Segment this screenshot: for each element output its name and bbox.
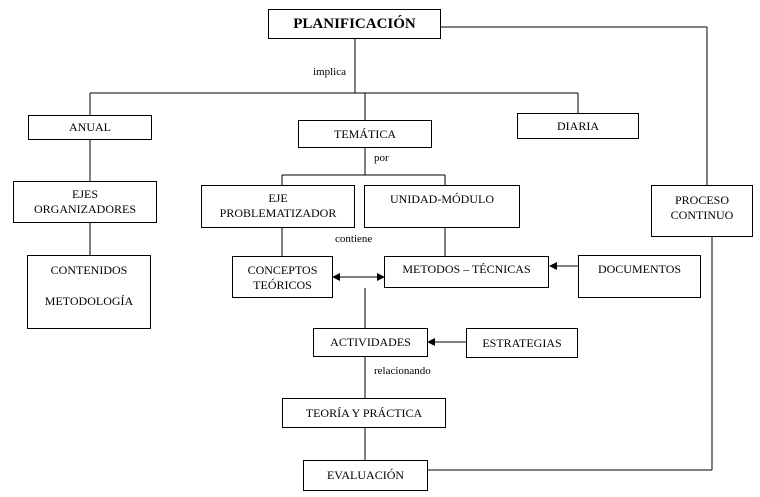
documentos-node: DOCUMENTOS [578,255,701,298]
conceptos-line2: TEÓRICOS [253,278,312,292]
anual-node: ANUAL [28,115,152,140]
metodologia-label: METODOLOGÍA [44,294,134,308]
implica-label: implica [313,66,346,79]
por-label: por [374,152,389,165]
contenidos-metodologia-node: CONTENIDOS METODOLOGÍA [27,255,151,329]
proceso-line1: PROCESO [674,193,730,207]
estrategias-node: ESTRATEGIAS [466,328,578,358]
ejes-line1: EJES [71,187,98,201]
metodos-label: METODOS – TÉCNICAS [402,262,531,276]
teoria-label: TEORÍA Y PRÁCTICA [305,406,423,420]
relacionando-label: relacionando [374,365,431,378]
unidad-label: UNIDAD-MÓDULO [390,192,494,206]
conceptos-teoricos-node: CONCEPTOS TEÓRICOS [232,256,333,298]
estrategias-label: ESTRATEGIAS [482,336,562,350]
ejes-line2: ORGANIZADORES [34,202,136,216]
actividades-node: ACTIVIDADES [313,328,428,357]
proceso-continuo-node: PROCESO CONTINUO [651,185,753,237]
actividades-label: ACTIVIDADES [330,335,411,349]
evaluacion-node: EVALUACIÓN [303,460,428,491]
tematica-label: TEMÁTICA [334,127,396,141]
documentos-label: DOCUMENTOS [597,262,682,276]
eje-line2: PROBLEMATIZADOR [219,206,337,220]
diaria-label: DIARIA [557,119,599,133]
ejes-organizadores-node: EJES ORGANIZADORES [13,181,157,223]
unidad-modulo-node: UNIDAD-MÓDULO [364,185,520,228]
evaluacion-label: EVALUACIÓN [326,468,405,482]
planificacion-node: PLANIFICACIÓN [268,9,441,39]
contiene-label: contiene [335,233,373,246]
diaria-node: DIARIA [517,113,639,139]
metodos-tecnicas-node: METODOS – TÉCNICAS [384,256,549,288]
eje-line1: EJE [268,191,288,205]
teoria-practica-node: TEORÍA Y PRÁCTICA [282,398,446,428]
planificacion-label: PLANIFICACIÓN [293,16,416,32]
conceptos-line1: CONCEPTOS [247,263,318,277]
contenidos-label: CONTENIDOS [50,263,128,277]
anual-label: ANUAL [69,120,111,134]
proceso-line2: CONTINUO [670,208,734,222]
eje-problematizador-node: EJE PROBLEMATIZADOR [201,185,355,228]
tematica-node: TEMÁTICA [298,120,432,148]
